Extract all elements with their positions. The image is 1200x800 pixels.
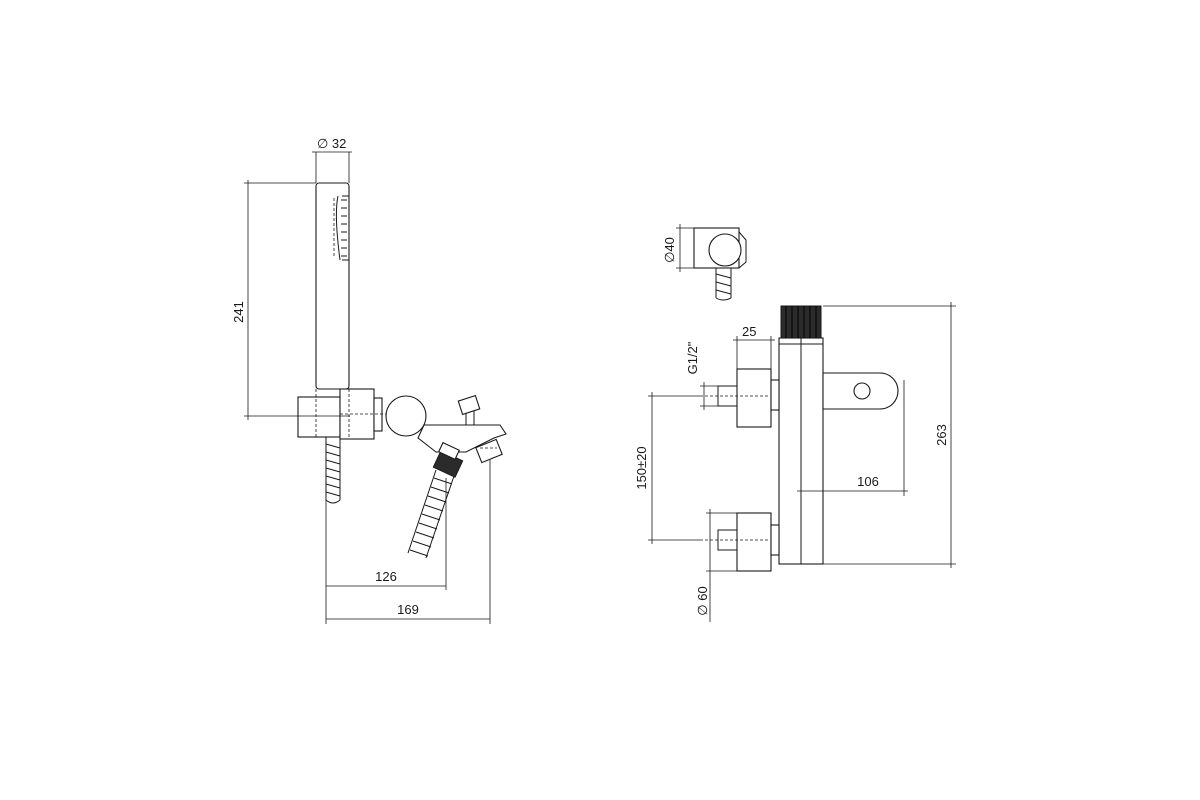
dim-label-lever-depth: 106 [857, 474, 879, 489]
dim-thread: G1/2" [685, 341, 718, 410]
upper-connection [700, 368, 780, 428]
dim-label-holder-diameter: ∅40 [662, 237, 677, 263]
dim-lever-depth: 106 [797, 380, 908, 496]
dim-label-thread: G1/2" [685, 341, 700, 374]
shower-holder [297, 388, 392, 440]
dim-handshower-height: 241 [231, 180, 350, 420]
dim-total-depth: 169 [325, 460, 491, 624]
dim-label-total-depth: 169 [397, 602, 419, 617]
dim-label-total-height: 263 [934, 424, 949, 446]
side-view: ∅ 32 241 126 169 [231, 136, 507, 624]
dim-escutcheon-diameter: ∅ 60 [695, 509, 737, 622]
hose-left [325, 437, 341, 504]
dim-label-connection-depth: 25 [742, 324, 756, 339]
dim-label-handshower-height: 241 [231, 301, 246, 323]
dim-total-height: 263 [823, 302, 956, 568]
mixer-side [385, 394, 507, 478]
dim-centres: 150±20 [634, 392, 700, 544]
lower-connection [700, 512, 780, 572]
lever-front [822, 372, 899, 410]
front-view: 25 G1/2" 150±20 106 263 ∅ 60 [634, 302, 956, 622]
dim-handshower-diameter: ∅ 32 [312, 136, 352, 183]
dim-spout-reach: 126 [325, 478, 447, 590]
dim-label-escutcheon-diameter: ∅ 60 [695, 586, 710, 615]
hand-shower [315, 182, 350, 390]
thermostat-knob [780, 305, 822, 339]
dim-label-centres: 150±20 [634, 446, 649, 489]
dim-label-handshower-diameter: ∅ 32 [317, 136, 346, 151]
dim-connection-depth: 25 [733, 324, 775, 380]
dim-label-spout-reach: 126 [375, 569, 397, 584]
holder-detail: ∅40 [662, 224, 747, 301]
hose-angled [407, 469, 455, 559]
